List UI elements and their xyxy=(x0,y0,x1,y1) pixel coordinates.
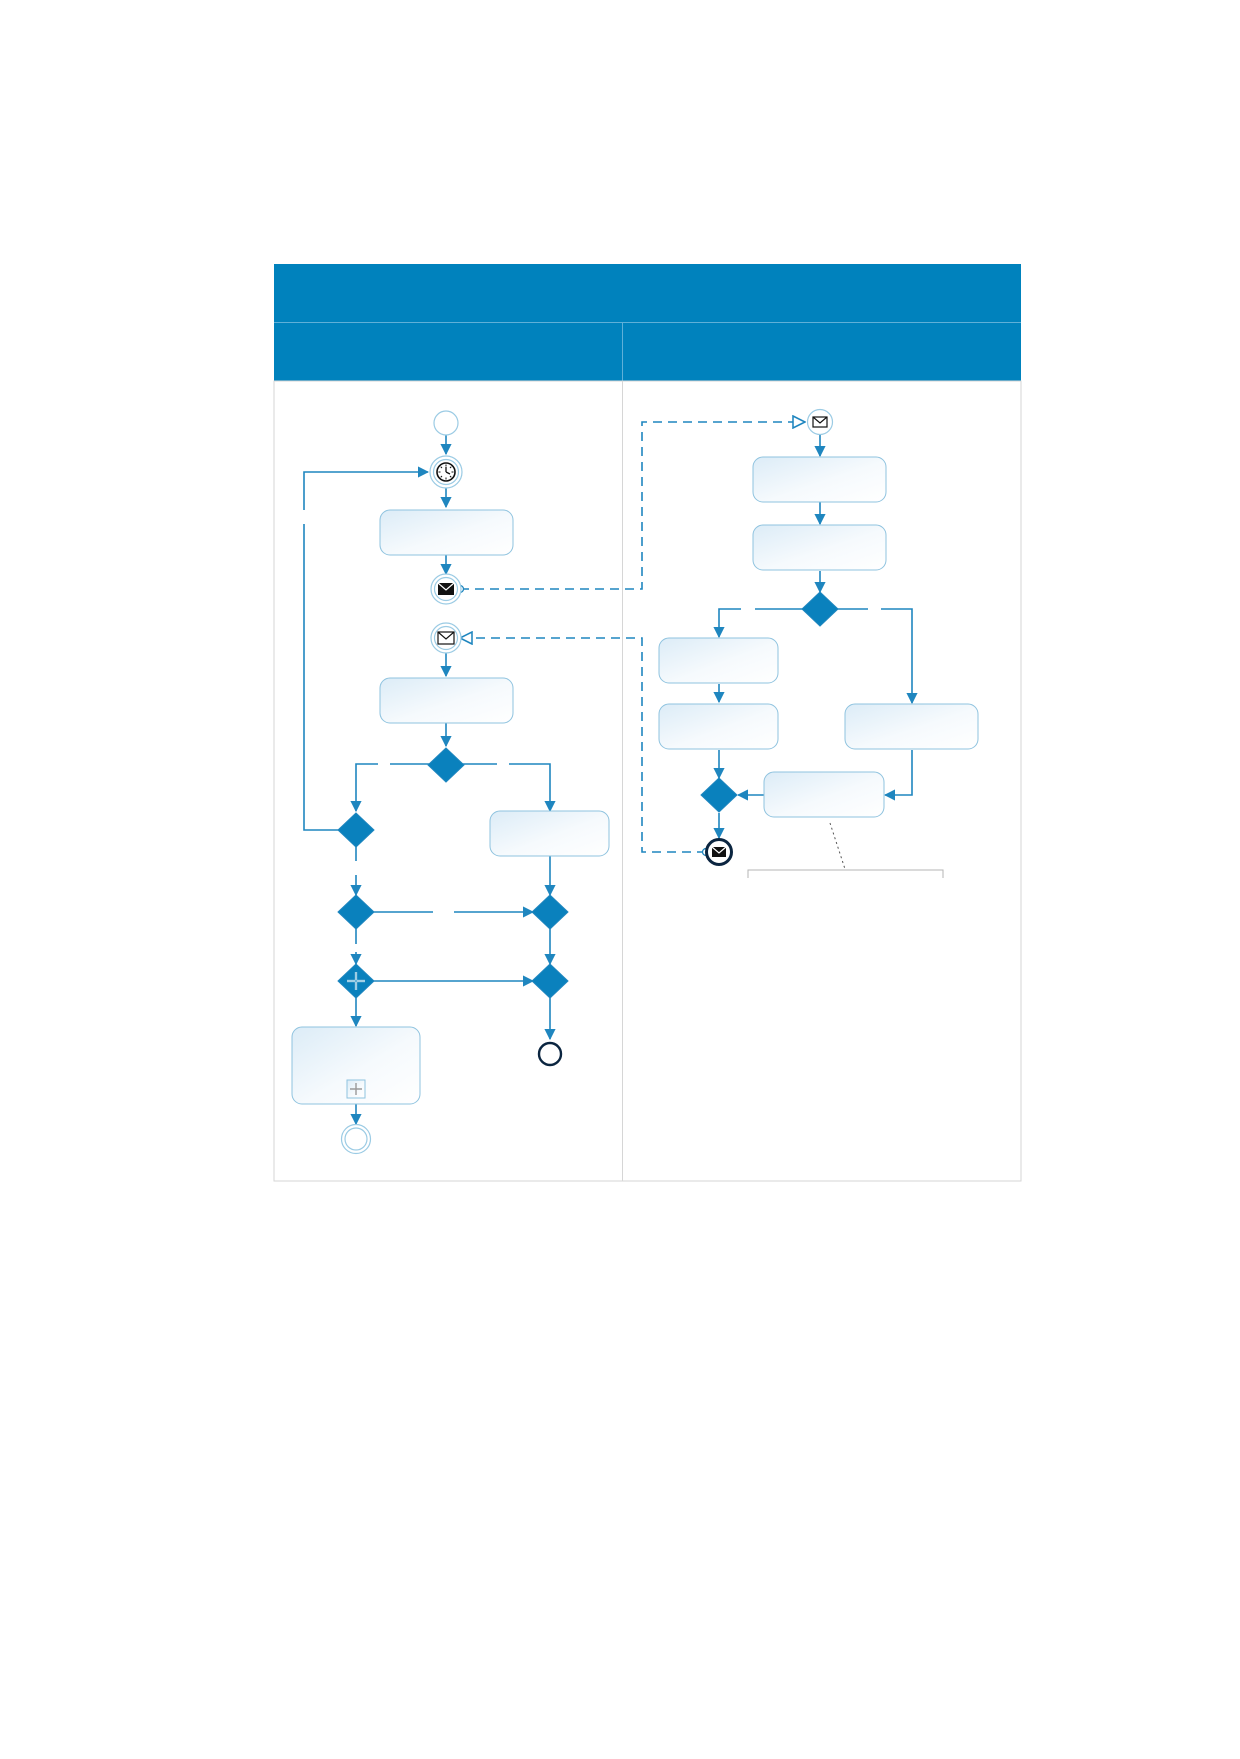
task-lane2-e[interactable] xyxy=(844,703,979,750)
gateways xyxy=(337,591,839,999)
task-lane1-a[interactable] xyxy=(379,509,514,556)
envelope-icon xyxy=(711,846,727,857)
sequence-flows xyxy=(303,434,918,1126)
envelope-icon xyxy=(437,582,455,595)
task-lane2-f[interactable] xyxy=(763,771,885,818)
exclusive-gateway-7[interactable] xyxy=(700,777,738,813)
exclusive-gateway-3[interactable] xyxy=(337,894,375,930)
lane-2-body[interactable] xyxy=(622,380,1022,1182)
exclusive-gateway-6[interactable] xyxy=(801,591,839,627)
message-end-event[interactable] xyxy=(705,838,733,866)
task-lane2-a[interactable] xyxy=(752,456,887,503)
parallel-gateway[interactable] xyxy=(337,963,375,999)
envelope-icon xyxy=(437,631,455,645)
lane-2-header[interactable] xyxy=(623,323,1021,381)
exclusive-gateway-2[interactable] xyxy=(337,812,375,848)
plus-icon[interactable] xyxy=(346,1079,366,1099)
timer-icon xyxy=(436,462,456,482)
envelope-icon xyxy=(812,416,828,428)
task-lane1-b[interactable] xyxy=(379,677,514,724)
start-event[interactable] xyxy=(433,410,459,436)
subprocess-lane1[interactable] xyxy=(291,1026,421,1105)
timer-intermediate-event[interactable] xyxy=(429,455,463,489)
message-throw-event[interactable] xyxy=(430,573,462,605)
task-lane2-d[interactable] xyxy=(658,703,779,750)
end-event[interactable] xyxy=(537,1041,563,1067)
subprocess-end-event[interactable] xyxy=(340,1123,372,1155)
text-annotation[interactable] xyxy=(747,822,944,878)
pool-header xyxy=(274,264,1021,322)
task-lane1-c[interactable] xyxy=(489,810,610,857)
exclusive-gateway-1[interactable] xyxy=(427,747,465,783)
message-start-event[interactable] xyxy=(806,408,834,436)
message-catch-event[interactable] xyxy=(430,622,462,654)
task-lane2-c[interactable] xyxy=(658,637,779,684)
task-lane2-b[interactable] xyxy=(752,524,887,571)
exclusive-gateway-4[interactable] xyxy=(531,894,569,930)
lane-1-header[interactable] xyxy=(274,323,622,381)
exclusive-gateway-5[interactable] xyxy=(531,963,569,999)
pool xyxy=(273,264,1022,1182)
